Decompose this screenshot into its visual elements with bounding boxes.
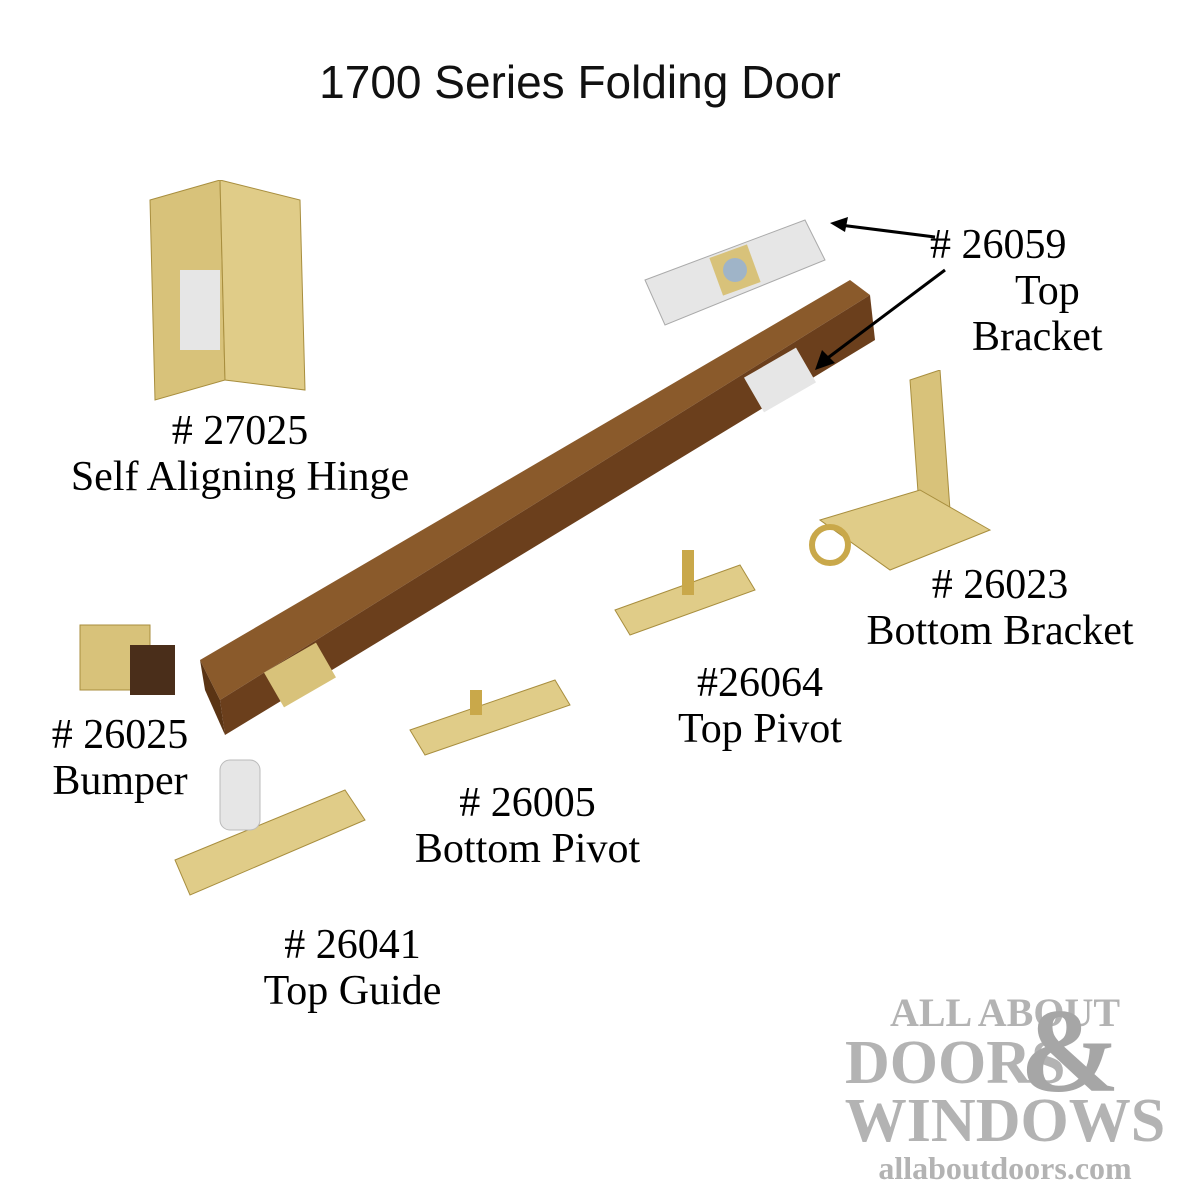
top-guide-illustration xyxy=(174,759,366,896)
part-label-hinge: # 27025 Self Aligning Hinge xyxy=(25,408,455,500)
part-label-bumper: # 26025 Bumper xyxy=(20,712,220,804)
brand-watermark: & ALL ABOUT DOORS WINDOWS allaboutdoors.… xyxy=(840,984,1170,1186)
part-number: # 26023 xyxy=(931,562,1069,608)
bottom-bracket-illustration xyxy=(809,370,992,571)
part-label-bottom-bracket: # 26023 Bottom Bracket xyxy=(830,562,1170,654)
part-label-top-bracket: # 26059 Top Bracket xyxy=(930,222,1130,360)
part-number: # 26025 xyxy=(51,712,189,758)
part-name: Bottom Bracket xyxy=(866,608,1134,654)
top-bracket-illustration xyxy=(644,219,826,326)
top-pivot-illustration xyxy=(614,550,756,636)
part-number: #26064 xyxy=(697,660,823,706)
diagram-title: 1700 Series Folding Door xyxy=(319,56,841,108)
part-number: # 27025 xyxy=(171,408,309,454)
arrow-icon xyxy=(830,217,936,239)
arrow-icon xyxy=(815,268,946,370)
ampersand: & xyxy=(1020,984,1120,1117)
part-name: Bracket xyxy=(972,314,1103,360)
watermark-line: WINDOWS xyxy=(844,1087,1166,1155)
part-label-bottom-pivot: # 26005 Bottom Pivot xyxy=(385,780,670,872)
part-name: Top Guide xyxy=(263,968,442,1014)
part-number: # 26059 xyxy=(930,222,1067,268)
part-number: # 26005 xyxy=(459,780,596,826)
track-illustration xyxy=(200,280,875,735)
bottom-pivot-illustration xyxy=(409,679,571,756)
bumper-illustration xyxy=(79,624,175,695)
part-name: Bottom Pivot xyxy=(414,826,641,872)
watermark-url: allaboutdoors.com xyxy=(878,1150,1132,1186)
part-label-top-guide: # 26041 Top Guide xyxy=(235,922,470,1014)
part-name: Bumper xyxy=(52,758,188,804)
watermark-line: ALL ABOUT xyxy=(889,990,1121,1035)
part-number: # 26041 xyxy=(284,922,421,968)
part-name: Top Pivot xyxy=(678,706,842,752)
part-name: Self Aligning Hinge xyxy=(70,454,410,500)
part-name: Top xyxy=(1015,268,1080,314)
hinge-illustration xyxy=(149,180,306,401)
watermark-line: DOORS xyxy=(845,1029,1066,1097)
part-label-top-pivot: #26064 Top Pivot xyxy=(650,660,870,752)
